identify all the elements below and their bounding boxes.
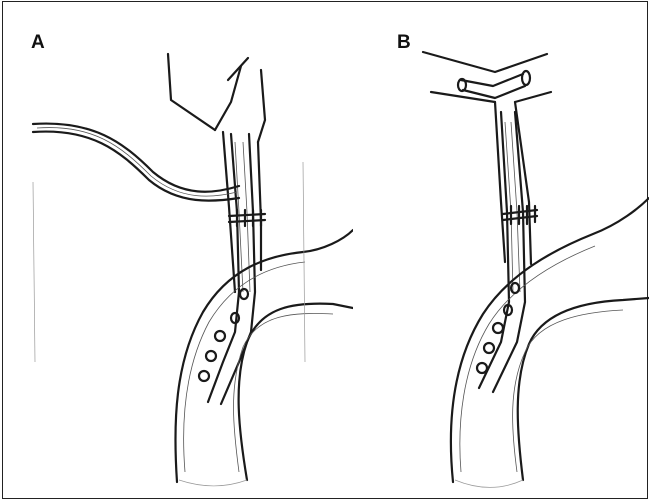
- internal-stent-illustration: [383, 2, 649, 500]
- panel-b: B: [383, 2, 649, 498]
- t-tube-drain-illustration: [3, 2, 353, 500]
- panel-a: A: [3, 2, 353, 498]
